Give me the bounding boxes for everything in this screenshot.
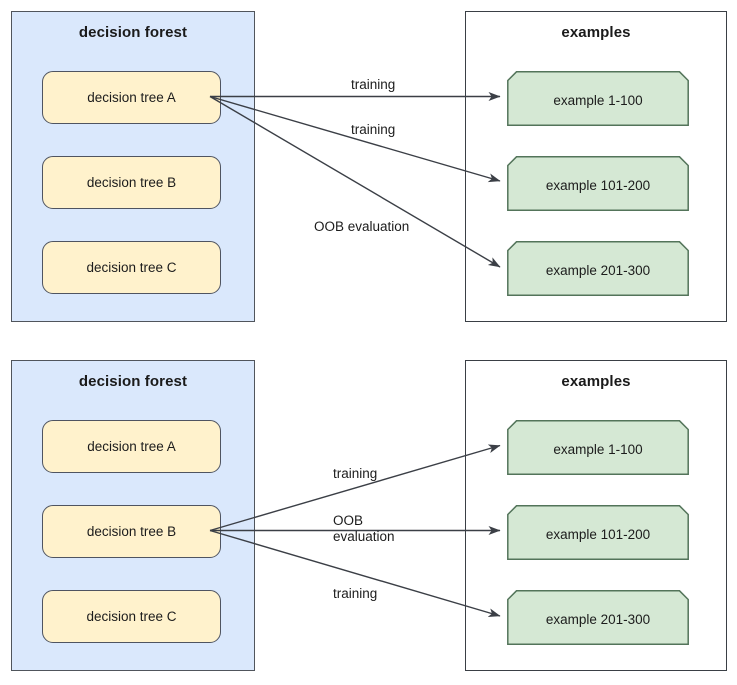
diagram-tree-b: decision forest decision tree A decision… [0,360,737,680]
decision-tree-a-box[interactable]: decision tree A [42,71,221,124]
example-101-200-box[interactable]: example 101-200 [507,156,689,211]
example-box-shape-icon [507,241,689,296]
decision-tree-c-label: decision tree C [86,609,177,624]
example-201-300-label: example 201-300 [545,612,651,627]
decision-tree-a-label: decision tree A [87,439,176,454]
forest-panel-title: decision forest [78,373,188,390]
example-201-300-label: example 201-300 [545,263,651,278]
decision-tree-b-label: decision tree B [86,524,177,539]
diagram-tree-a: decision forest decision tree A decision… [0,11,737,331]
decision-tree-c-box[interactable]: decision tree C [42,590,221,643]
decision-tree-b-label: decision tree B [86,175,177,190]
edge-label-oob-line-2: evaluation [333,528,395,544]
example-101-200-box[interactable]: example 101-200 [507,505,689,560]
example-box-shape-icon [507,420,689,475]
decision-tree-b-box[interactable]: decision tree B [42,156,221,209]
examples-panel: examples example 1-100 example 101-200 e… [465,360,727,671]
examples-panel-title: examples [561,24,631,41]
edge-label-training-1: training [333,466,378,481]
example-box-shape-icon [507,590,689,645]
edge-label-oob-line-1: OOB [333,513,364,528]
example-101-200-label: example 101-200 [545,178,651,193]
edge-label-training-2: training [351,122,396,137]
example-201-300-box[interactable]: example 201-300 [507,241,689,296]
decision-tree-a-label: decision tree A [87,90,176,105]
decision-tree-a-box[interactable]: decision tree A [42,420,221,473]
edge-label-training-2: training [333,586,378,601]
decision-forest-panel: decision forest decision tree A decision… [11,360,255,671]
example-box-shape-icon [507,71,689,126]
decision-tree-c-label: decision tree C [86,260,177,275]
decision-tree-b-box[interactable]: decision tree B [42,505,221,558]
example-1-100-box[interactable]: example 1-100 [507,71,689,126]
example-201-300-box[interactable]: example 201-300 [507,590,689,645]
example-1-100-box[interactable]: example 1-100 [507,420,689,475]
examples-panel: examples example 1-100 example 101-200 e… [465,11,727,322]
decision-forest-panel: decision forest decision tree A decision… [11,11,255,322]
forest-panel-title: decision forest [78,24,188,41]
example-1-100-label: example 1-100 [553,93,643,108]
examples-panel-title: examples [561,373,631,390]
example-1-100-label: example 1-100 [553,442,643,457]
edge-label-oob-evaluation: OOB evaluation [314,219,410,234]
decision-tree-c-box[interactable]: decision tree C [42,241,221,294]
example-box-shape-icon [507,156,689,211]
edge-label-training-1: training [351,77,396,92]
example-101-200-label: example 101-200 [545,527,651,542]
example-box-shape-icon [507,505,689,560]
